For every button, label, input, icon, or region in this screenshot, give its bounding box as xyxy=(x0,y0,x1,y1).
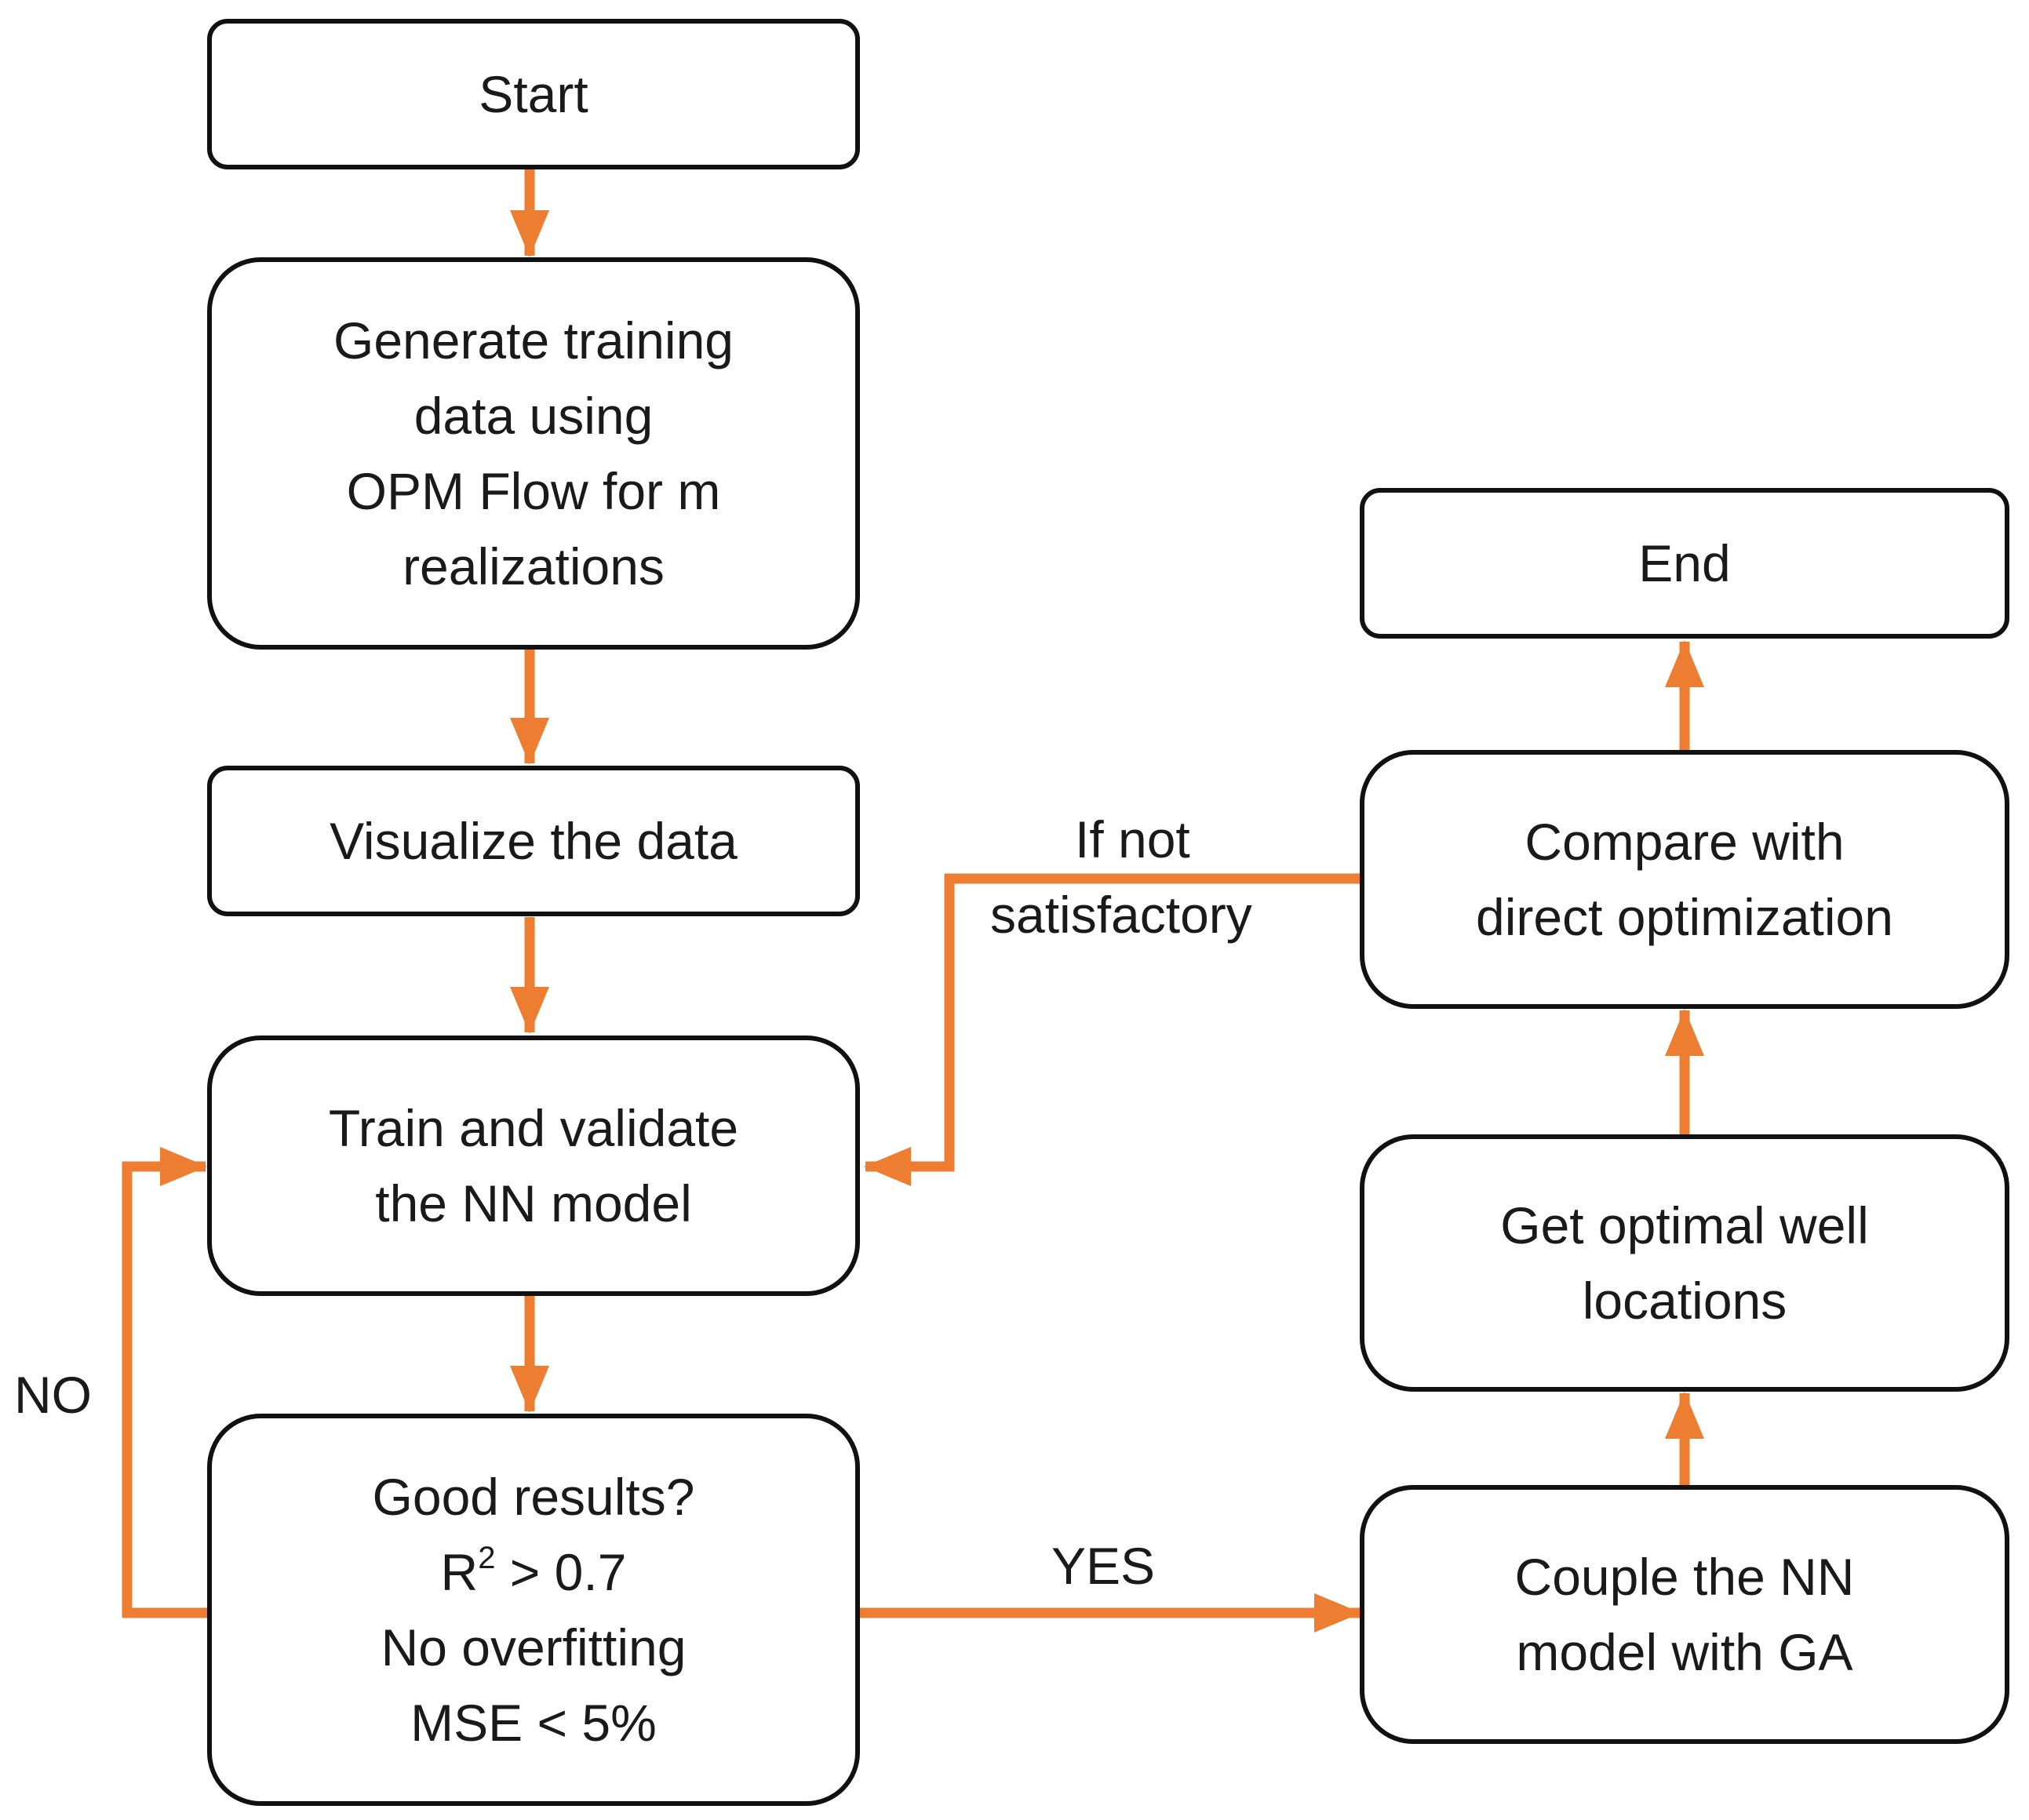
start-node-label: Start xyxy=(479,65,588,123)
couple-node: Couple the NN model with GA xyxy=(1360,1485,2009,1744)
end-node-label: End xyxy=(1638,534,1731,592)
r2-symbol: R xyxy=(440,1543,479,1601)
compare-line-2: direct optimization xyxy=(1476,888,1893,946)
compare-node: Compare with direct optimization xyxy=(1360,750,2009,1009)
generate-data-line-4: realizations xyxy=(403,537,665,595)
start-node: Start xyxy=(207,19,860,169)
train-validate-line-2: the NN model xyxy=(375,1174,692,1232)
generate-data-line-3: OPM Flow for m xyxy=(346,462,721,520)
compare-line-1: Compare with xyxy=(1524,813,1845,871)
r2-threshold: > 0.7 xyxy=(495,1543,627,1601)
couple-line-1: Couple the NN xyxy=(1514,1548,1855,1606)
good-results-line-3: No overfitting xyxy=(381,1618,687,1676)
get-optimal-line-1: Get optimal well xyxy=(1500,1196,1869,1254)
arrow-no-loop xyxy=(122,1147,207,1618)
if-not-label-line-2: satisfactory xyxy=(990,886,1252,944)
good-results-line-1: Good results? xyxy=(372,1468,695,1526)
no-label: NO xyxy=(14,1366,92,1424)
generate-data-line-1: Generate training xyxy=(333,311,734,369)
generate-data-line-2: data using xyxy=(413,387,654,445)
get-optimal-line-2: locations xyxy=(1582,1272,1787,1330)
visualize-node-label: Visualize the data xyxy=(330,812,738,870)
train-validate-node: Train and validate the NN model xyxy=(207,1036,860,1296)
get-optimal-node: Get optimal well locations xyxy=(1360,1134,2009,1392)
good-results-node: Good results? R2 > 0.7 No overfitting MS… xyxy=(207,1414,860,1806)
arrow-if-not-satisfactory xyxy=(864,873,1360,1186)
couple-line-2: model with GA xyxy=(1516,1623,1853,1681)
if-not-label-line-1: If not xyxy=(1075,810,1190,868)
yes-label: YES xyxy=(1051,1537,1156,1595)
train-validate-line-1: Train and validate xyxy=(328,1099,739,1157)
good-results-line-4: MSE < 5% xyxy=(410,1694,657,1752)
end-node: End xyxy=(1360,488,2009,639)
r2-superscript: 2 xyxy=(478,1541,496,1575)
good-results-line-2: R2 > 0.7 xyxy=(441,1534,627,1610)
visualize-node: Visualize the data xyxy=(207,766,860,916)
generate-data-node: Generate training data using OPM Flow fo… xyxy=(207,257,860,650)
